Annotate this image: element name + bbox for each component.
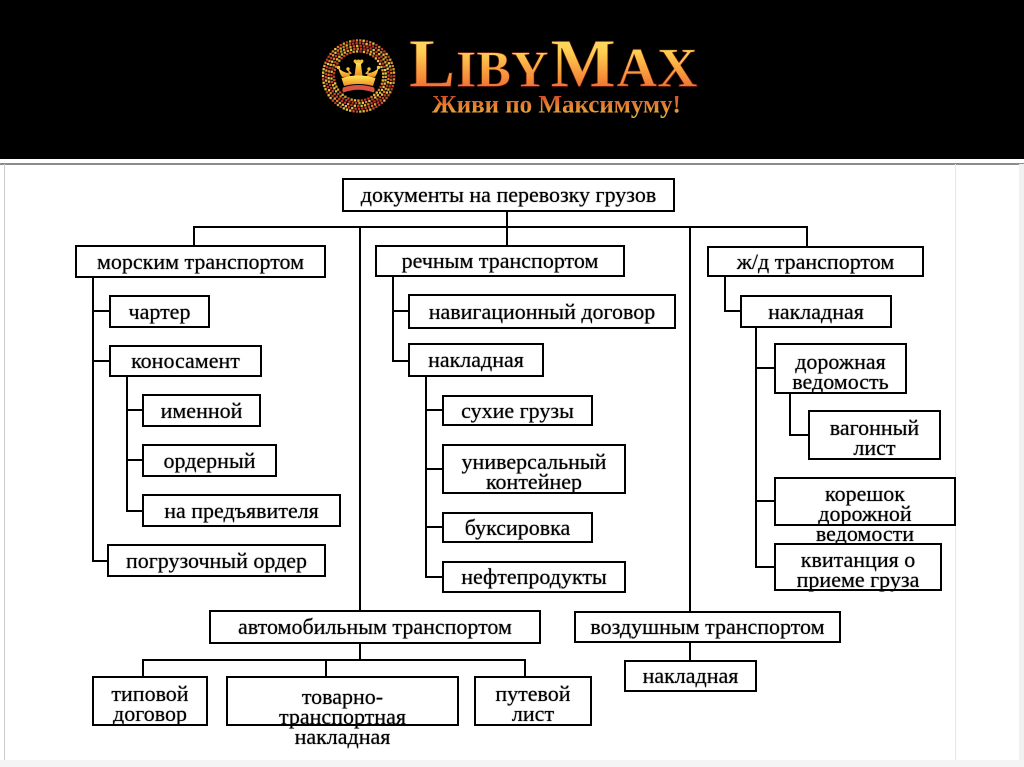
svg-text:Живи по Максимуму!: Живи по Максимуму! bbox=[432, 92, 681, 119]
svg-text:LIBYMAX: LIBYMAX bbox=[409, 26, 698, 102]
